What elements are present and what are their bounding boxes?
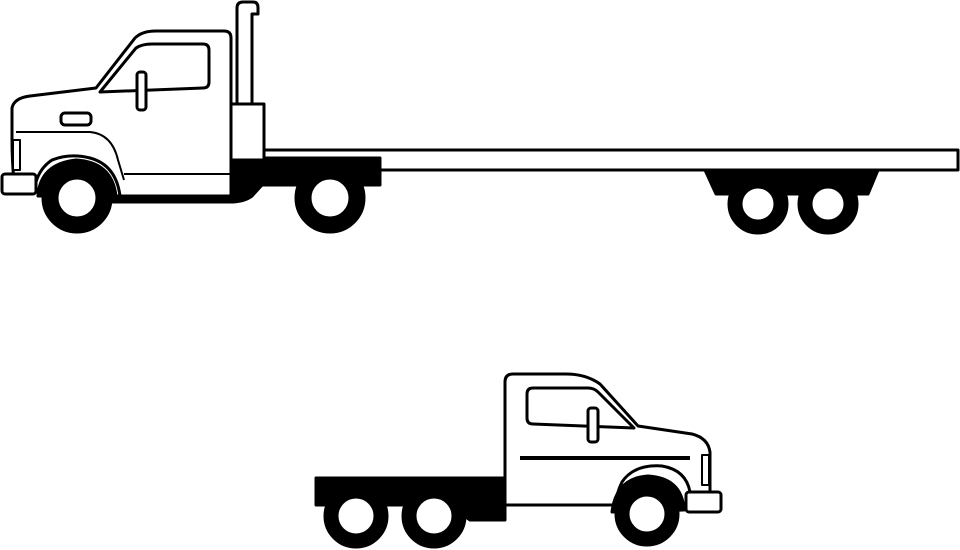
tractor-front-wheel <box>614 481 680 547</box>
tractor-window <box>525 386 636 430</box>
cab-window <box>98 42 211 94</box>
side-mirror <box>135 70 148 112</box>
rear-wheel <box>294 162 366 234</box>
flatbed-truck <box>0 0 960 235</box>
tractor-mirror <box>586 406 600 444</box>
trailer-wheel-rear <box>797 173 859 235</box>
front-wheel <box>41 162 113 234</box>
exhaust-stack <box>235 0 260 106</box>
tractor-truck <box>314 372 723 549</box>
tractor-rear-wheel-1 <box>323 483 389 549</box>
headlight <box>59 111 93 127</box>
grille <box>12 139 21 171</box>
cab-rear-box <box>229 102 266 162</box>
front-bumper <box>0 172 38 196</box>
tractor-rear-wheel-2 <box>401 483 467 549</box>
trailer-wheel-front <box>727 173 789 235</box>
hood-seam <box>16 131 125 181</box>
tractor-bumper <box>684 490 723 514</box>
tractor-grille <box>701 454 710 486</box>
